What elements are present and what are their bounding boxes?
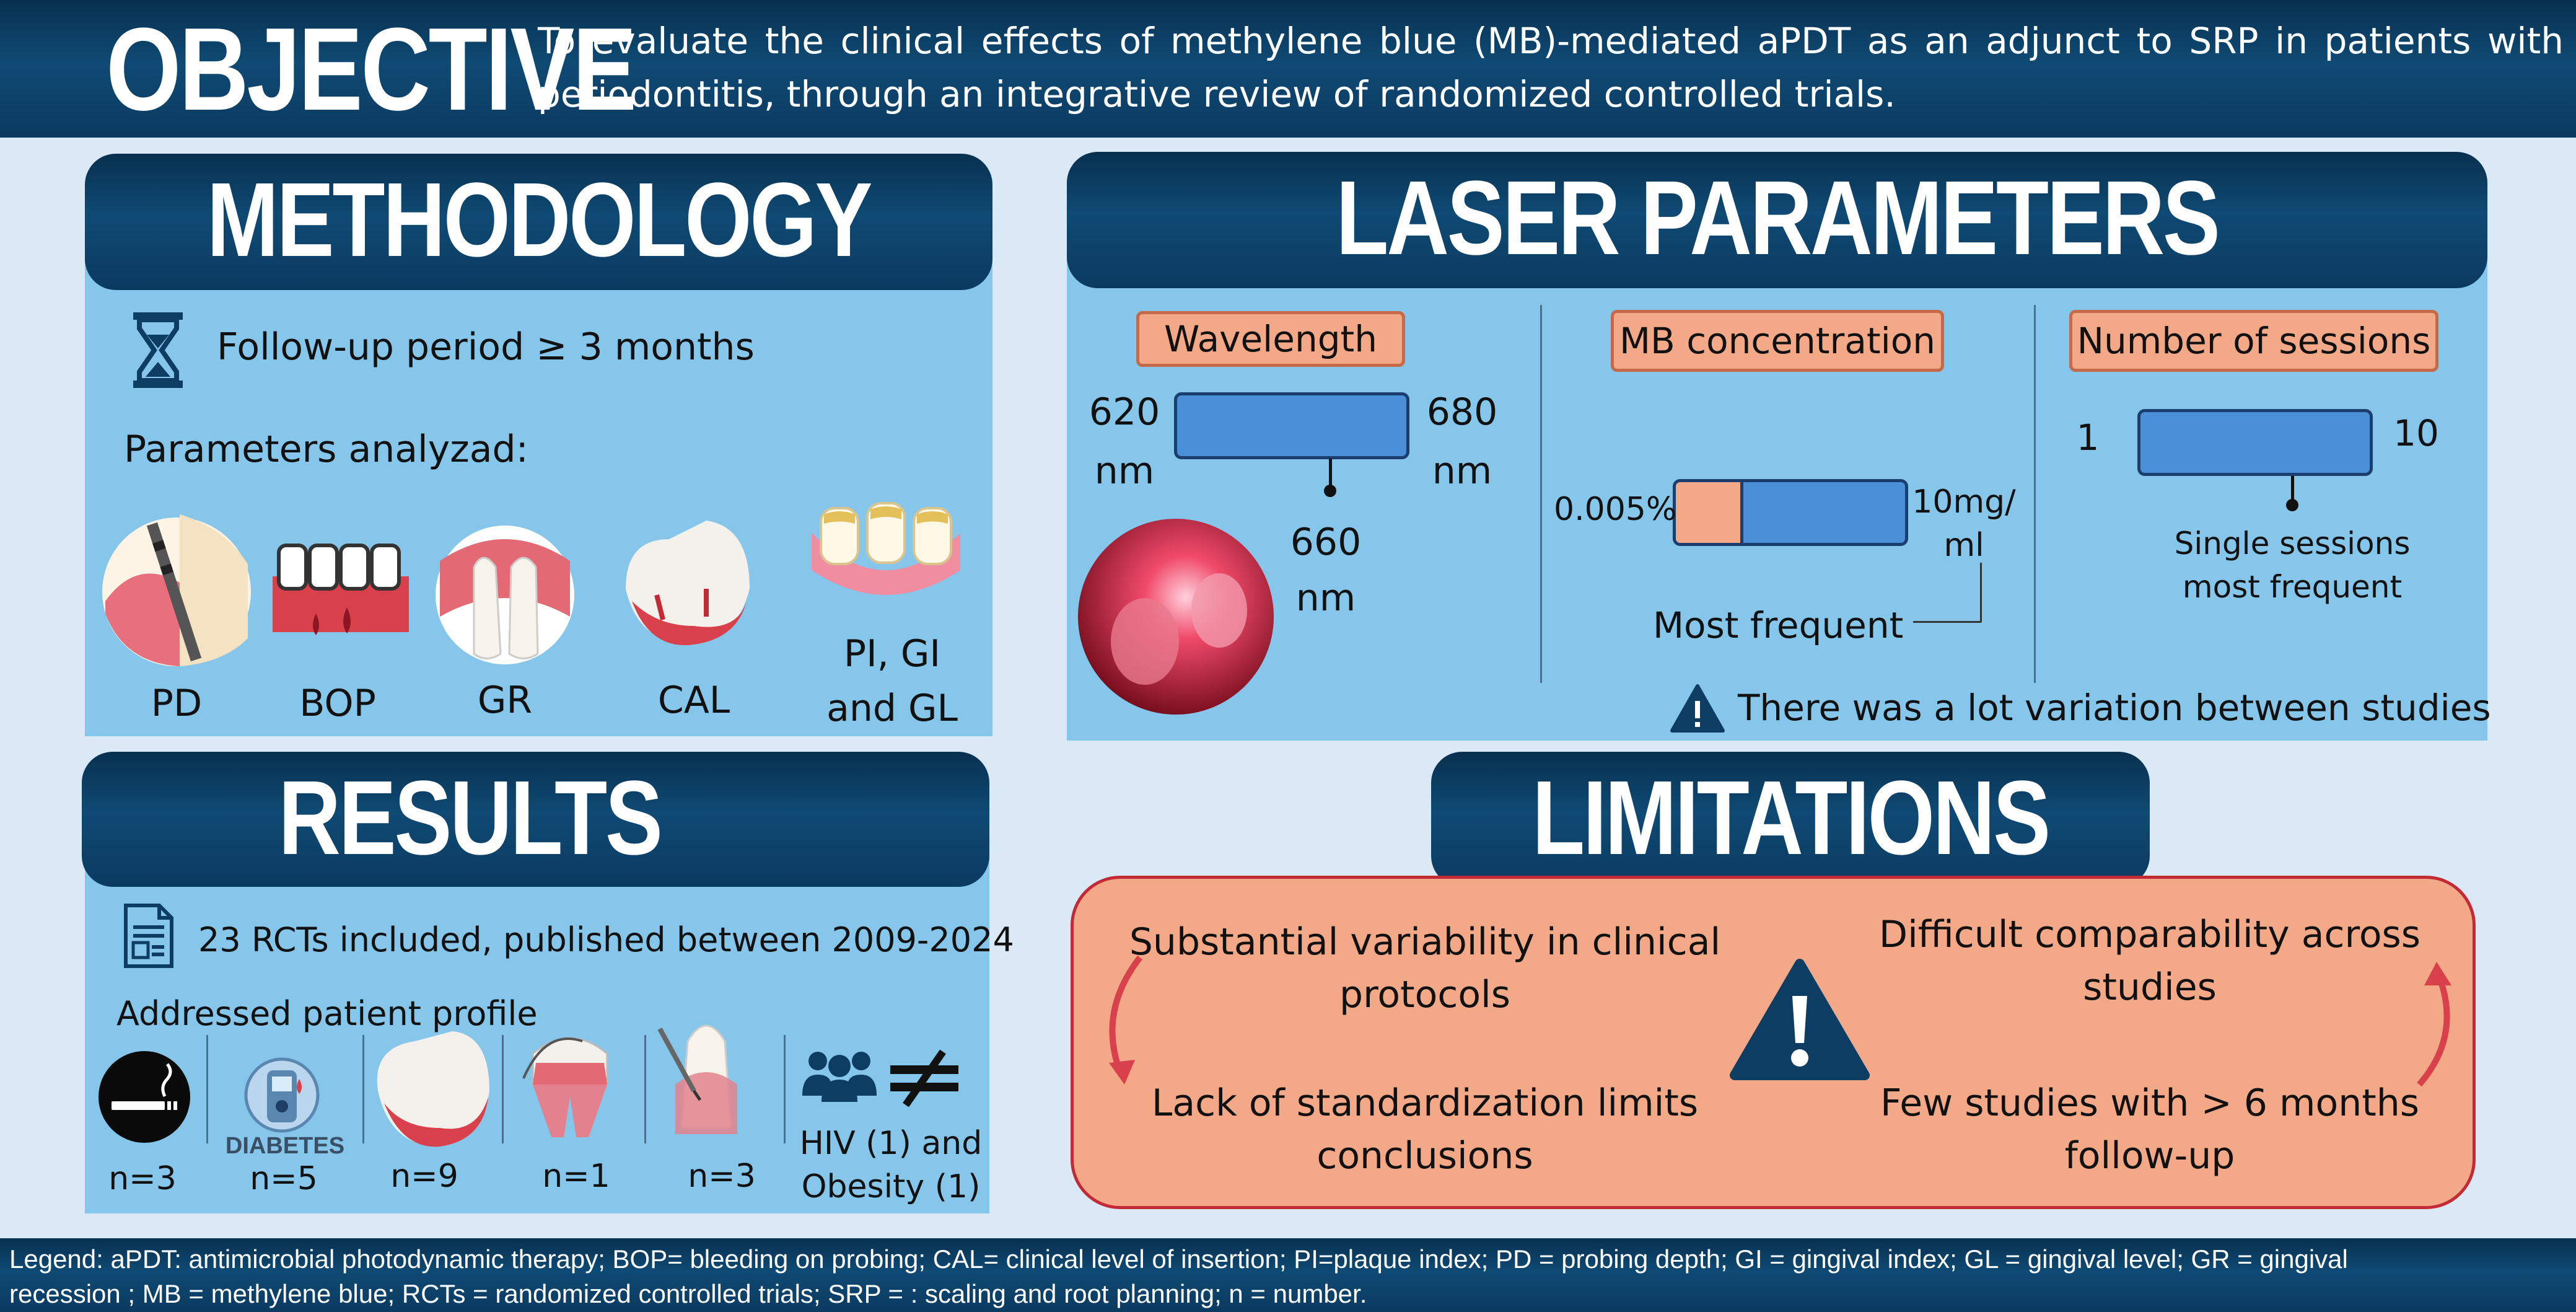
laser-light-photo (1077, 517, 1275, 718)
smoking-icon (98, 1050, 191, 1146)
count-scaling: n=3 (688, 1158, 756, 1195)
limitation-standardization-line1: Lack of standardization limits (1151, 1081, 1699, 1125)
results-divider-2 (362, 1035, 364, 1143)
limitations-warning-icon (1728, 958, 1871, 1084)
mb-concentration-bar (1673, 479, 1908, 546)
wavelength-min-unit: nm (1094, 449, 1155, 493)
param-gr: GR (477, 679, 533, 722)
wavelength-max: 680 (1426, 390, 1498, 434)
scaling-tooth-icon (657, 1016, 762, 1143)
diabetes-label: DIABETES (225, 1133, 345, 1159)
patient-profile-label: Addressed patient profile (116, 994, 538, 1033)
objective-text-line1: To evaluate the clinical effects of meth… (538, 20, 2564, 62)
param-pi-gi-line2: and GL (826, 687, 958, 730)
probing-depth-icon (99, 514, 254, 672)
limitation-standardization-line2: conclusions (1316, 1134, 1533, 1178)
objective-title: OBJECTIVE (106, 4, 637, 135)
rcts-included-text: 23 RCTs included, published between 2009… (198, 920, 1014, 959)
sessions-label: Number of sessions (2069, 310, 2438, 372)
sessions-peak-line (2291, 476, 2294, 504)
limitation-comparability-line2: studies (2083, 966, 2217, 1009)
results-divider-3 (502, 1035, 504, 1143)
legend-line1: Legend: aPDT: antimicrobial photodynamic… (9, 1244, 2348, 1274)
hourglass-icon (127, 310, 189, 393)
results-panel (85, 843, 989, 1213)
wavelength-label: Wavelength (1136, 311, 1405, 367)
wavelength-range-bar (1174, 392, 1409, 459)
param-cal: CAL (657, 679, 730, 722)
document-icon (121, 902, 177, 972)
legend-line2: recession ; MB = methylene blue; RCTs = … (9, 1279, 1367, 1308)
not-equal-icon (887, 1049, 962, 1109)
parameters-label: Parameters analyzad: (124, 428, 528, 471)
curved-arrow-right-icon (2407, 954, 2463, 1099)
gingival-recession-icon (434, 524, 576, 669)
methodology-banner (85, 154, 992, 290)
param-bop: BOP (299, 682, 376, 725)
followup-text: Follow-up period ≥ 3 months (217, 325, 755, 369)
count-implant: n=1 (542, 1158, 610, 1195)
sessions-note-line1: Single sessions (2174, 526, 2411, 561)
param-pi-gi-line1: PI, GI (843, 632, 941, 676)
plaque-index-icon (808, 496, 963, 604)
mb-callout-vertical (1980, 563, 1982, 622)
wavelength-peak-line (1329, 459, 1332, 490)
results-title: RESULTS (278, 759, 663, 877)
mb-most-frequent: Most frequent (1653, 604, 1904, 646)
sessions-peak-dot (2286, 499, 2298, 511)
sessions-bar (2137, 409, 2373, 476)
objective-header: OBJECTIVE To evaluate the clinical effec… (0, 0, 2576, 138)
laser-divider-1 (1540, 305, 1542, 683)
variation-warning-text: There was a lot variation between studie… (1738, 687, 2491, 729)
laser-banner (1067, 152, 2487, 288)
mb-concentration-frequent-fill (1676, 482, 1743, 543)
sessions-note-line2: most frequent (2182, 569, 2403, 605)
laser-divider-2 (2034, 305, 2036, 683)
curved-arrow-left-icon (1097, 951, 1152, 1096)
limitations-title: LIMITATIONS (1532, 759, 2051, 877)
count-periodontitis: n=9 (390, 1158, 458, 1195)
group-people-icon (799, 1047, 880, 1106)
limitation-variability-line2: protocols (1339, 973, 1510, 1016)
wavelength-peak-dot (1324, 485, 1336, 497)
diabetes-meter-icon (239, 1057, 325, 1134)
results-banner (82, 752, 989, 887)
param-pd: PD (151, 682, 203, 725)
wavelength-max-unit: nm (1432, 449, 1492, 493)
limitations-banner (1431, 752, 2150, 887)
methodology-title: METHODOLOGY (206, 161, 873, 279)
bleeding-icon (273, 533, 409, 659)
mb-callout-horizontal (1913, 621, 1981, 623)
periodontitis-tooth-icon (366, 1029, 496, 1155)
mb-concentration-max-line1: 10mg/ (1912, 483, 2016, 521)
laser-title: LASER PARAMETERS (1336, 159, 2220, 277)
mb-concentration-min: 0.005% (1554, 491, 1677, 528)
clinical-attachment-icon (613, 514, 762, 659)
wavelength-peak: 660 (1290, 521, 1362, 564)
results-divider-5 (784, 1035, 786, 1143)
other-conditions-line1: HIV (1) and (799, 1125, 983, 1162)
legend-footer (0, 1238, 2576, 1312)
objective-text-line2: periodontitis, through an integrative re… (538, 73, 1896, 115)
limitation-followup-line1: Few studies with > 6 months (1880, 1081, 2420, 1125)
mb-concentration-max-line2: ml (1943, 527, 1984, 564)
results-divider-4 (644, 1035, 646, 1143)
warning-icon (1670, 684, 1725, 736)
limitation-variability-line1: Substantial variability in clinical (1129, 920, 1721, 964)
wavelength-min: 620 (1089, 390, 1160, 434)
limitation-followup-line2: follow-up (2064, 1134, 2235, 1178)
sessions-min: 1 (2076, 416, 2100, 459)
count-smokers: n=3 (108, 1160, 177, 1197)
limitation-comparability-line1: Difficult comparability across (1878, 913, 2421, 956)
sessions-max: 10 (2393, 412, 2439, 454)
implant-tooth-icon (520, 1029, 620, 1143)
results-divider-1 (206, 1035, 208, 1143)
mb-concentration-label: MB concentration (1611, 310, 1944, 372)
other-conditions-line2: Obesity (1) (801, 1168, 981, 1205)
wavelength-peak-unit: nm (1295, 576, 1356, 620)
count-diabetes: n=5 (250, 1160, 318, 1197)
